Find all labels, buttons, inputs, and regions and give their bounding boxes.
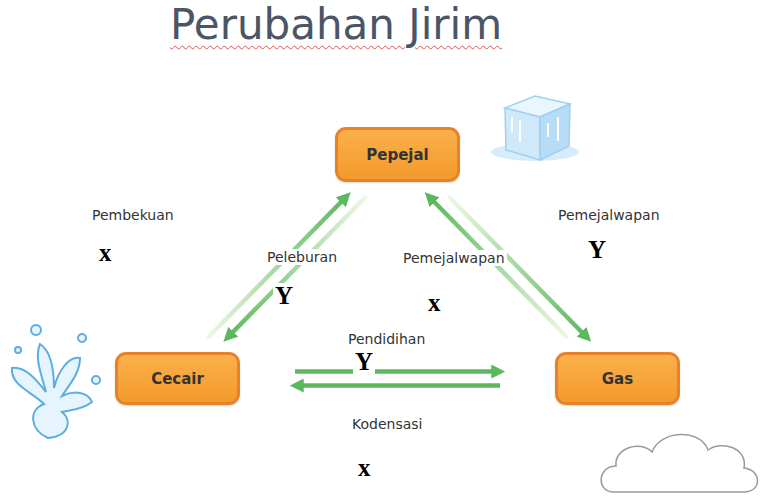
state-marker: Y (586, 237, 608, 262)
state-marker: x (356, 455, 373, 480)
process-label: Pemejalwapan (556, 207, 662, 223)
state-marker: Y (273, 283, 295, 308)
transition-arrow (428, 196, 567, 338)
state-marker: x (97, 240, 114, 265)
state-name: Cecair (151, 370, 204, 388)
state-name: Gas (602, 370, 633, 388)
process-label: Peleburan (265, 249, 339, 265)
transition-arrow (207, 196, 346, 338)
state-box: Gas (555, 352, 680, 405)
state-marker: Y (353, 349, 375, 374)
ice-cube (491, 96, 579, 161)
transition-arrow (227, 196, 366, 338)
transition-arrow (295, 369, 500, 374)
water-splash (12, 325, 100, 438)
process-label: Pemejalwapan (401, 250, 507, 266)
process-label: Pendidihan (346, 331, 427, 347)
transition-arrow (295, 383, 500, 388)
state-box: Cecair (115, 352, 240, 405)
process-label: Kodensasi (350, 416, 424, 432)
process-label: Pembekuan (90, 207, 176, 223)
title: Perubahan Jirim (170, 0, 502, 49)
cloud (601, 434, 757, 492)
state-marker: x (426, 290, 443, 315)
state-box: Pepejal (335, 127, 460, 182)
state-name: Pepejal (366, 146, 428, 164)
